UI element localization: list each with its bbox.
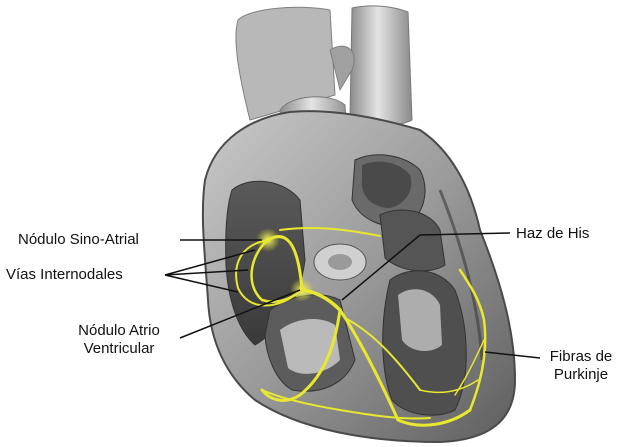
label-purkinje-line2: Purkinje bbox=[538, 366, 624, 384]
label-av-node-line2: Ventricular bbox=[58, 340, 180, 358]
label-sinoatrial-node: Nódulo Sino-Atrial bbox=[18, 231, 139, 249]
label-internodal-pathways: Vías Internodales bbox=[6, 266, 123, 284]
label-av-node: Nódulo Atrio Ventricular bbox=[58, 322, 180, 358]
label-av-node-line1: Nódulo Atrio bbox=[58, 322, 180, 340]
label-purkinje-fibers: Fibras de Purkinje bbox=[538, 348, 624, 384]
label-bundle-of-his: Haz de His bbox=[516, 225, 589, 243]
label-purkinje-line1: Fibras de bbox=[538, 348, 624, 366]
